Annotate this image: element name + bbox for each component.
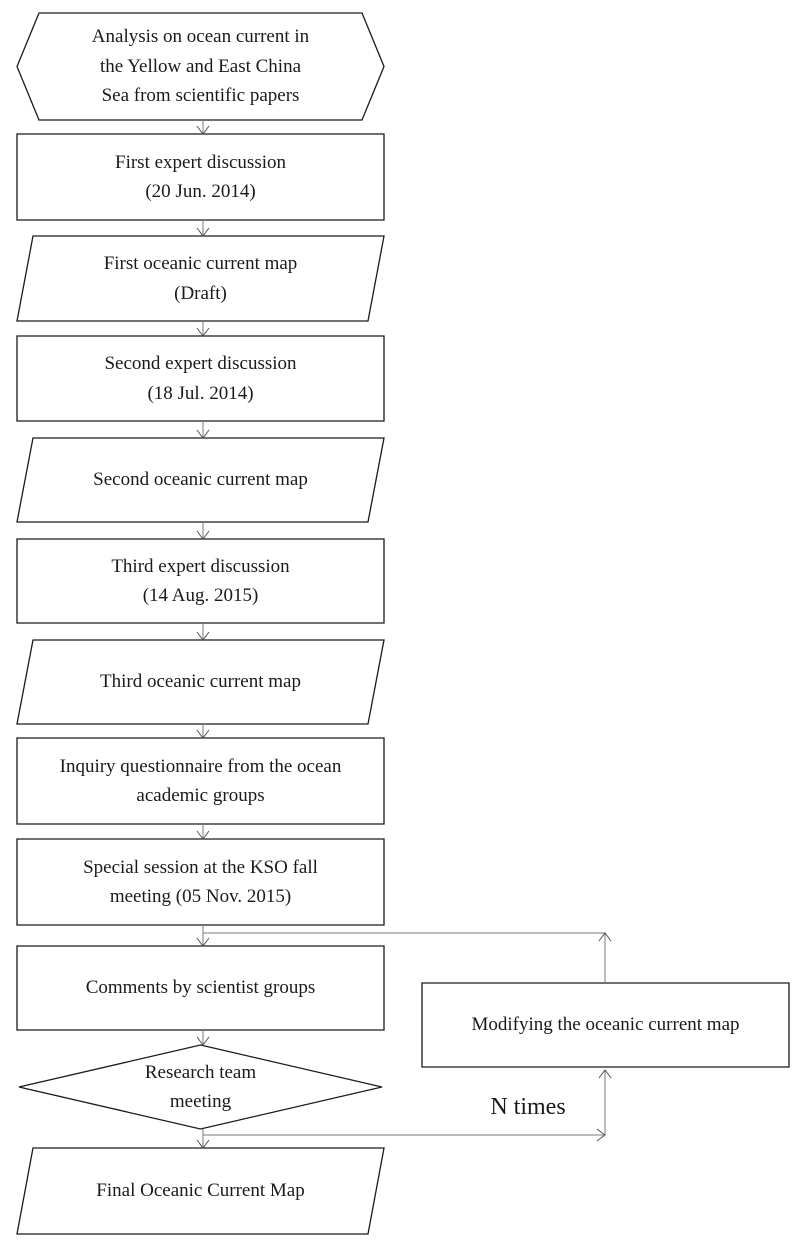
node-label-line: Comments by scientist groups	[85, 977, 316, 999]
node-label-n3: First oceanic current map (Draft)	[17, 236, 384, 321]
node-label-line: (14 Aug. 2015)	[142, 585, 259, 606]
node-label-line: First oceanic current map	[103, 253, 298, 275]
arrowhead	[196, 1036, 210, 1046]
node-n4-rectangle	[16, 335, 385, 422]
arrowhead	[196, 937, 210, 947]
node-label-line: Second oceanic current map	[93, 469, 308, 491]
node-n9-rectangle	[16, 838, 385, 926]
node-label-line: academic groups	[136, 785, 265, 806]
node-label-line: Analysis on ocean current in	[91, 26, 310, 48]
node-label-line: (20 Jun. 2014)	[145, 181, 256, 202]
node-label-line: Second expert discussion	[104, 353, 297, 375]
node-n3-parallelogram	[16, 235, 385, 322]
node-label-n2: First expert discussion (20 Jun. 2014)	[17, 134, 384, 220]
node-n6-rectangle	[16, 538, 385, 624]
node-n5-parallelogram	[16, 437, 385, 523]
edge-label-n-times: N times	[490, 1094, 566, 1120]
node-n2-rectangle	[16, 133, 385, 221]
node-label-line: First expert discussion	[115, 151, 286, 173]
arrowhead	[196, 227, 210, 237]
arrowhead	[196, 729, 210, 739]
node-label-line: (Draft)	[174, 282, 227, 304]
node-n11-diamond	[18, 1044, 383, 1130]
node-n13-rectangle	[421, 982, 790, 1068]
node-label-n6: Third expert discussion (14 Aug. 2015)	[17, 539, 384, 623]
node-n10-rectangle	[16, 945, 385, 1031]
node-label-n8: Inquiry questionnaire from the ocean acad…	[17, 738, 384, 824]
node-label-n10: Comments by scientist groups	[17, 946, 384, 1030]
node-label-n12: Final Oceanic Current Map	[17, 1148, 384, 1234]
node-label-n1: Analysis on ocean current in the Yellow a…	[17, 13, 384, 120]
arrowhead	[196, 631, 210, 641]
node-n12-parallelogram	[16, 1147, 385, 1235]
node-label-n7: Third oceanic current map	[17, 640, 384, 724]
node-label-line: the Yellow and East China	[99, 55, 302, 77]
arrowhead	[196, 530, 210, 540]
arrowhead	[196, 327, 210, 337]
node-n8-rectangle	[16, 737, 385, 825]
node-label-n13: Modifying the oceanic current map	[422, 983, 789, 1067]
node-label-line: Inquiry questionnaire from the ocean	[59, 755, 342, 777]
arrowhead	[196, 429, 210, 439]
node-label-line: (18 Jul. 2014)	[147, 382, 254, 404]
node-label-n4: Second expert discussion (18 Jul. 2014)	[17, 336, 384, 421]
arrowhead	[598, 1069, 612, 1079]
arrowhead	[596, 1128, 606, 1142]
node-label-line: Third expert discussion	[111, 555, 290, 577]
node-label-line: Modifying the oceanic current map	[471, 1014, 740, 1036]
arrowhead	[196, 830, 210, 840]
arrowhead	[598, 932, 612, 942]
node-label-line: meeting	[169, 1091, 232, 1112]
node-n7-parallelogram	[16, 639, 385, 725]
node-label-line: Third oceanic current map	[100, 671, 301, 693]
node-label-line: Sea from scientific papers	[101, 85, 300, 107]
arrowhead	[196, 1139, 210, 1149]
node-label-n9: Special session at the KSO fall meeting (…	[17, 839, 384, 925]
node-label-n11: Research team meeting	[19, 1045, 382, 1129]
node-label-line: Final Oceanic Current Map	[96, 1180, 305, 1202]
node-n1-hexagon	[16, 12, 385, 121]
node-label-line: Special session at the KSO fall	[83, 856, 318, 878]
arrowhead	[196, 125, 210, 135]
connector-n11-to-n13	[202, 1070, 606, 1136]
node-label-line: meeting (05 Nov. 2015)	[109, 886, 292, 907]
node-label-line: Research team	[144, 1061, 257, 1083]
node-label-n5: Second oceanic current map	[17, 438, 384, 522]
